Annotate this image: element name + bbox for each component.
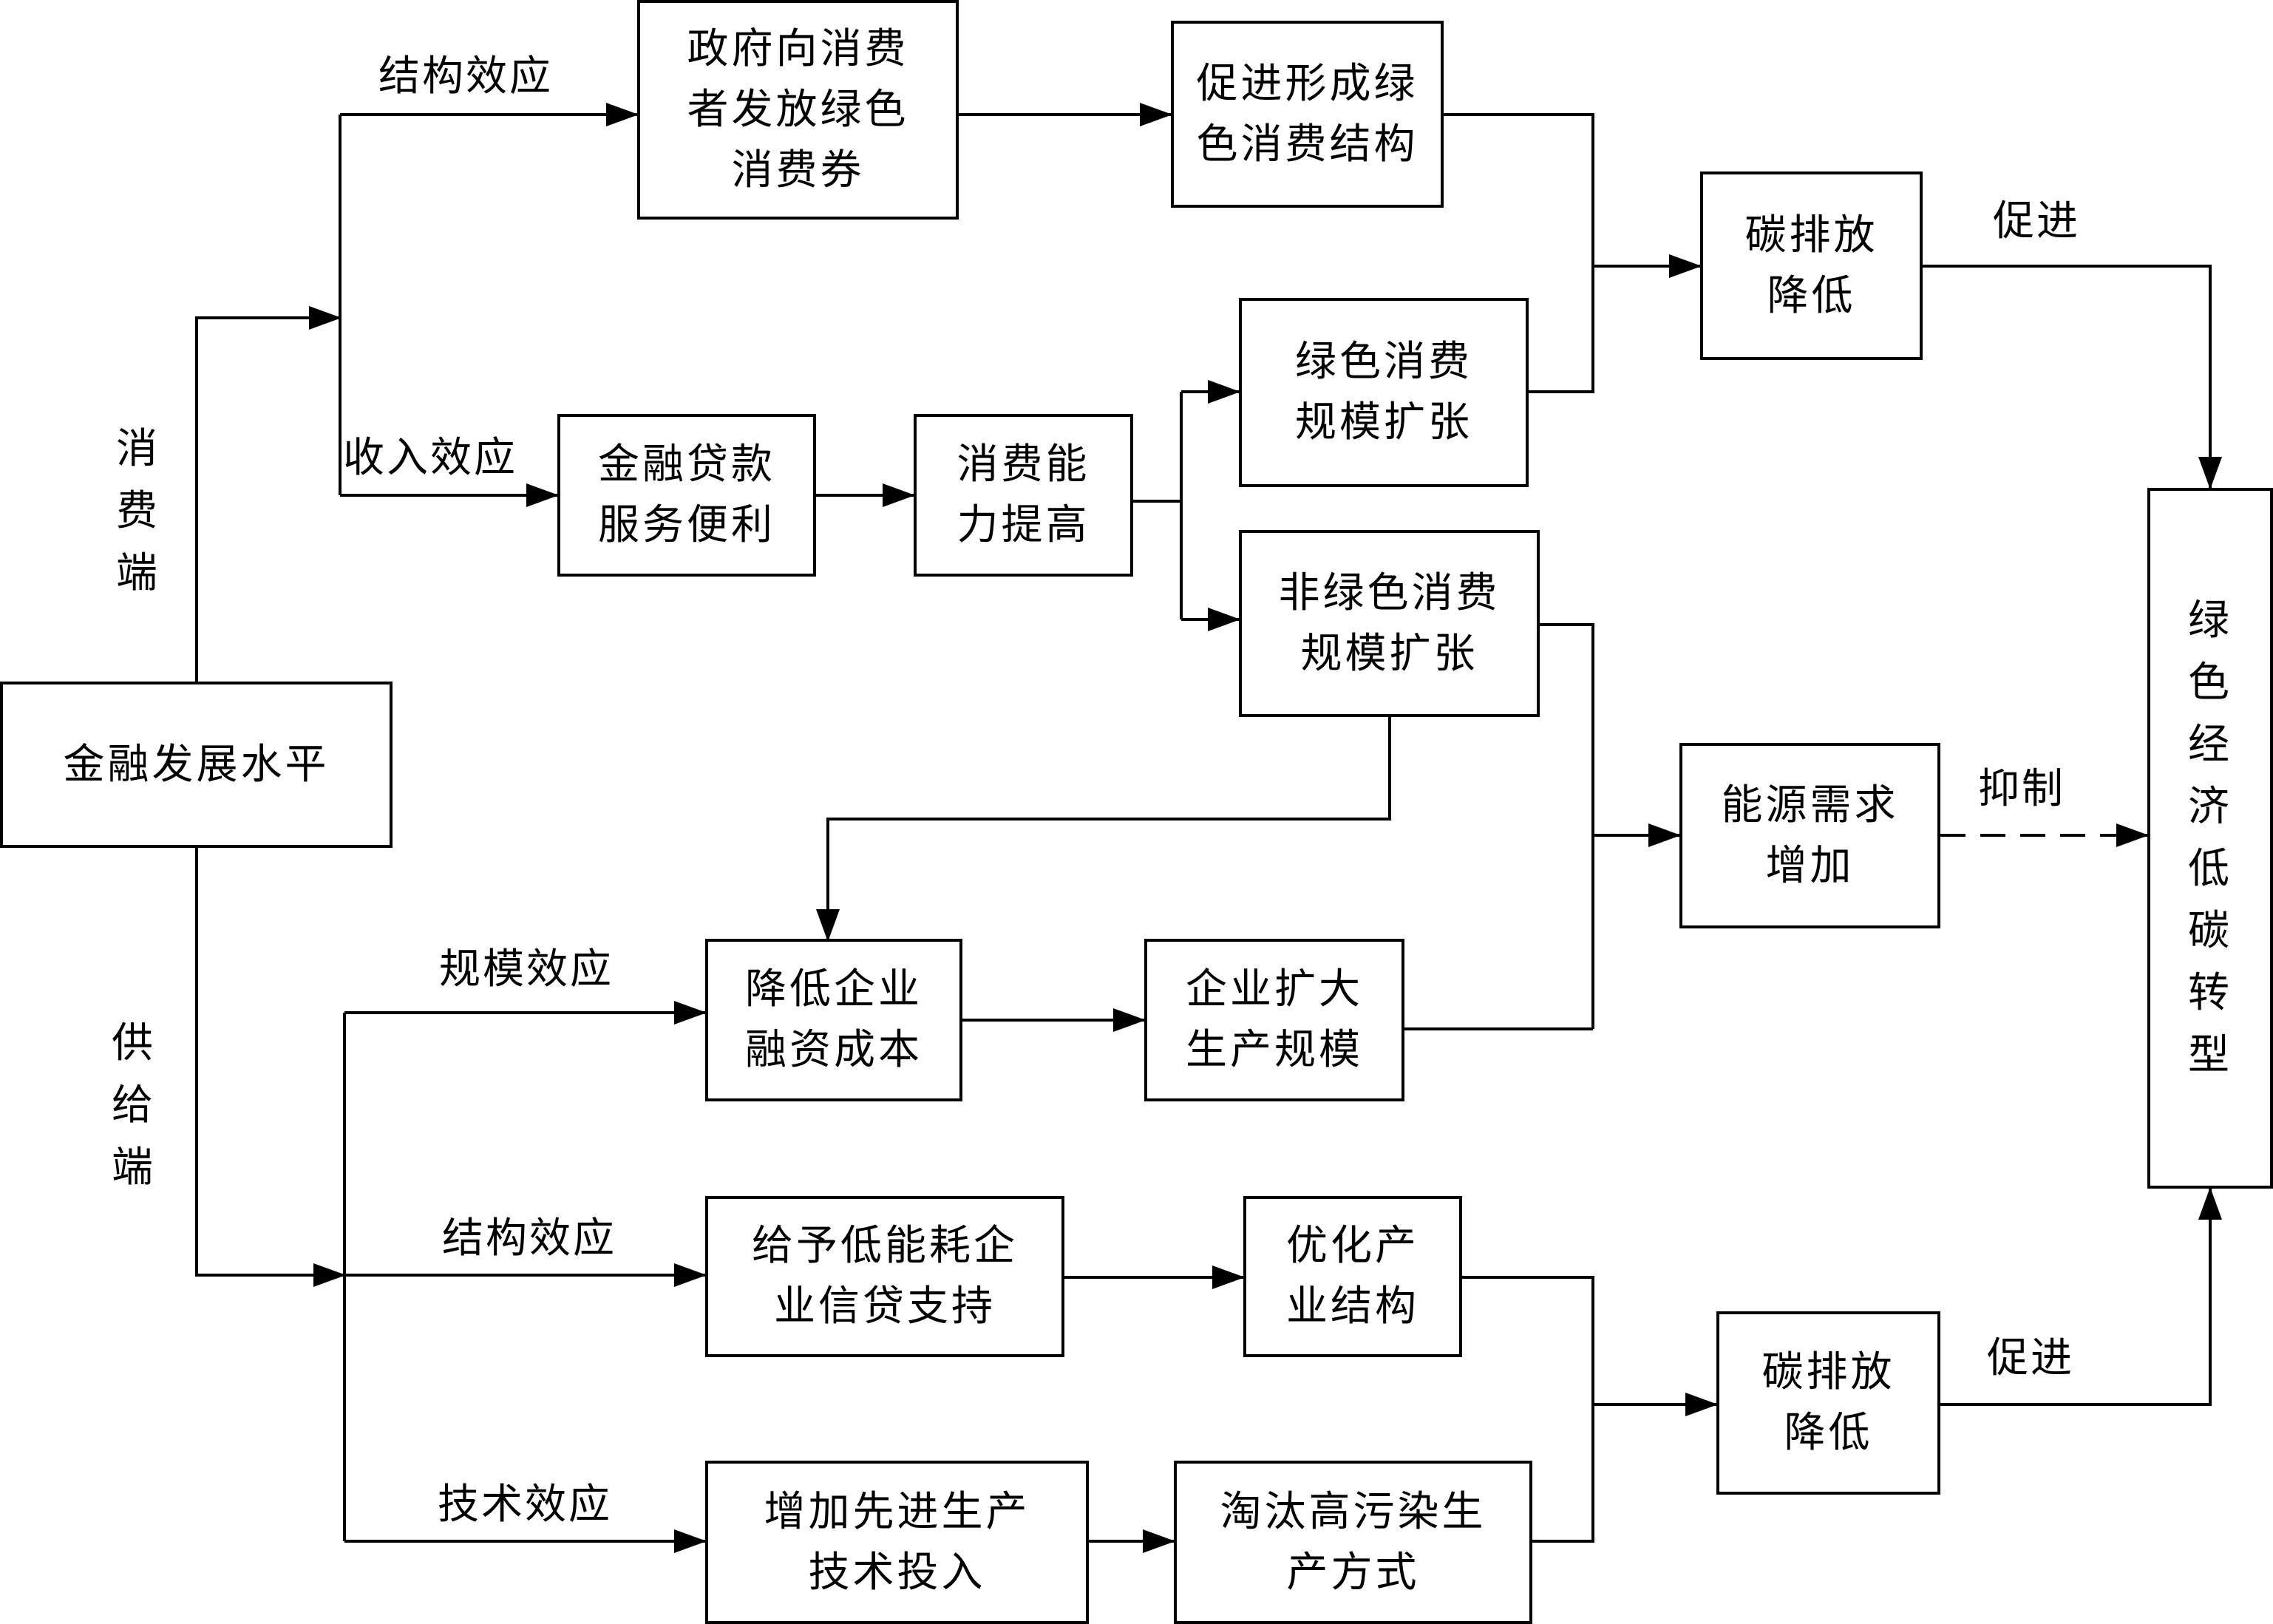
node-line: 碳排放 <box>1761 1348 1895 1396</box>
node-line: 技术投入 <box>808 1548 986 1597</box>
line-consumer-trunk <box>195 306 342 682</box>
node-line: 色 <box>2188 659 2232 707</box>
label-supply-side: 供 给 端 <box>106 1013 158 1199</box>
node-line: 优化产 <box>1286 1222 1419 1270</box>
node-line: 增加 <box>1765 841 1855 890</box>
node-line: 能源需求 <box>1721 781 1899 829</box>
node-line: 业结构 <box>1286 1282 1419 1331</box>
node-line: 规模扩张 <box>1295 398 1472 446</box>
node-line: 融资成本 <box>745 1026 923 1074</box>
line-promote-top <box>1923 265 2222 489</box>
node-line: 转 <box>2188 969 2232 1017</box>
label-char: 端 <box>112 1144 153 1192</box>
node-line: 金融贷款 <box>598 441 775 489</box>
line-nongreen-to-energy <box>1540 623 1594 1029</box>
node-green-low-carbon-transition: 绿 色 经 济 低 碳 转 型 <box>2147 488 2273 1189</box>
label-char: 供 <box>112 1019 153 1067</box>
label-structure-effect-bottom: 结构效应 <box>442 1214 616 1263</box>
node-line: 者发放绿色 <box>687 85 909 134</box>
label-scale-effect: 规模效应 <box>439 945 614 993</box>
line-promote-bottom <box>1940 1187 2222 1406</box>
node-energy-demand: 能源需求 增加 <box>1679 743 1940 928</box>
node-green-vouchers: 政府向消费 者发放绿色 消费券 <box>637 0 959 220</box>
node-line: 降低 <box>1784 1409 1873 1457</box>
node-line: 济 <box>2188 783 2232 831</box>
node-line: 力提高 <box>957 501 1090 549</box>
node-green-consumption-scale: 绿色消费 规模扩张 <box>1239 298 1529 487</box>
node-line: 碳 <box>2188 907 2232 955</box>
line-industry-to-merge <box>1462 1276 1594 1543</box>
node-expand-production: 企业扩大 生产规模 <box>1144 939 1404 1101</box>
node-line: 业信贷支持 <box>774 1282 996 1331</box>
label-inhibit: 抑制 <box>1978 765 2065 813</box>
node-line: 促进形成绿 <box>1196 59 1418 108</box>
node-line: 金融发展水平 <box>63 740 330 789</box>
node-line: 低 <box>2188 845 2232 893</box>
node-line: 政府向消费 <box>687 24 909 73</box>
line-supply-trunk <box>195 848 346 1287</box>
node-green-consumption-structure: 促进形成绿 色消费结构 <box>1171 21 1444 208</box>
node-line: 淘汰高污染生 <box>1220 1487 1487 1536</box>
label-char: 消 <box>116 425 157 473</box>
node-line: 绿 <box>2188 597 2232 645</box>
node-line: 型 <box>2188 1031 2232 1079</box>
node-line: 非绿色消费 <box>1278 568 1501 617</box>
label-char: 费 <box>116 487 157 535</box>
node-line: 经 <box>2188 721 2232 769</box>
label-char: 给 <box>112 1081 153 1129</box>
node-carbon-reduction-bottom: 碳排放 降低 <box>1716 1311 1940 1495</box>
node-loan-convenience: 金融贷款 服务便利 <box>557 414 816 577</box>
label-char: 端 <box>116 549 157 597</box>
node-optimize-industry: 优化产 业结构 <box>1243 1196 1462 1357</box>
line-nongreen-to-financing <box>816 717 1391 942</box>
node-line: 消费能 <box>957 441 1090 489</box>
line-structure-to-merge <box>1444 113 1594 393</box>
node-carbon-reduction-top: 碳排放 降低 <box>1700 171 1923 360</box>
node-line: 消费券 <box>731 146 865 194</box>
label-promote-bottom: 促进 <box>1987 1334 2074 1382</box>
node-line: 增加先进生产 <box>764 1487 1030 1536</box>
node-consumption-capacity: 消费能 力提高 <box>914 414 1133 577</box>
node-low-energy-credit: 给予低能耗企 业信贷支持 <box>705 1196 1064 1357</box>
label-tech-effect: 技术效应 <box>438 1481 612 1529</box>
label-structure-effect-top: 结构效应 <box>378 52 553 101</box>
node-line: 生产规模 <box>1186 1026 1363 1074</box>
label-income-effect: 收入效应 <box>343 434 517 482</box>
node-line: 规模扩张 <box>1300 629 1478 678</box>
label-consumer-side: 消 费 端 <box>111 418 163 605</box>
node-financial-development: 金融发展水平 <box>0 682 393 848</box>
node-advanced-tech-investment: 增加先进生产 技术投入 <box>705 1461 1089 1624</box>
node-line: 绿色消费 <box>1295 338 1472 386</box>
node-lower-financing-cost: 降低企业 融资成本 <box>705 939 962 1101</box>
node-line: 服务便利 <box>598 501 775 549</box>
node-phase-out-polluting: 淘汰高污染生 产方式 <box>1174 1461 1532 1624</box>
node-line: 色消费结构 <box>1196 120 1418 169</box>
node-line: 降低 <box>1767 271 1856 320</box>
node-line: 产方式 <box>1286 1548 1420 1597</box>
node-line: 给予低能耗企 <box>752 1222 1018 1270</box>
node-line: 企业扩大 <box>1186 965 1363 1013</box>
label-promote-top: 促进 <box>1993 197 2080 245</box>
node-line: 碳排放 <box>1744 211 1878 259</box>
node-nongreen-consumption-scale: 非绿色消费 规模扩张 <box>1239 530 1540 717</box>
node-line: 降低企业 <box>745 965 923 1013</box>
